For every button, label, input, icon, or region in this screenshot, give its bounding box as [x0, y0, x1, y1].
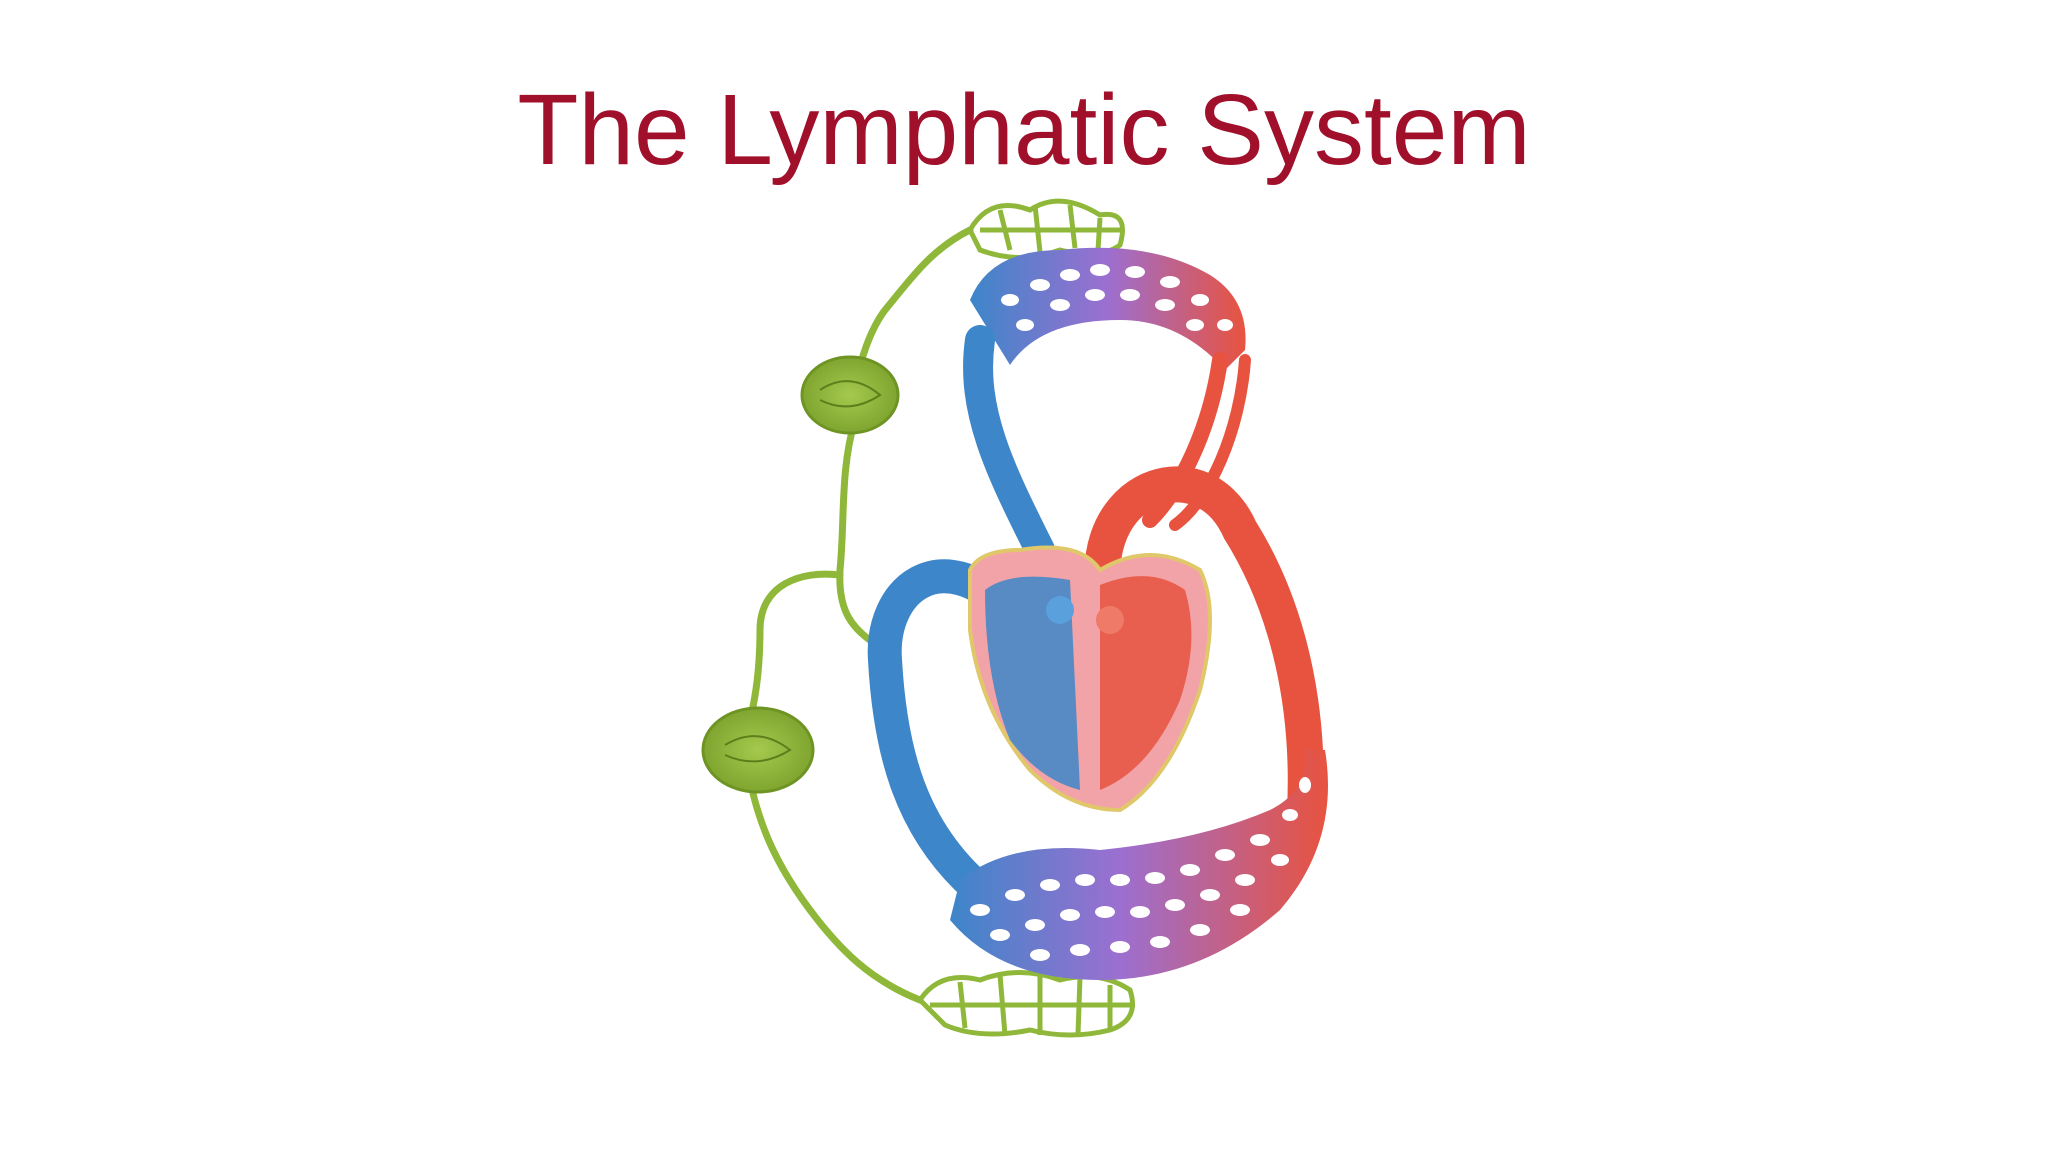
systemic-capillary-bed [950, 750, 1328, 980]
vena-cava [867, 325, 1055, 907]
lymph-node-lower [701, 706, 815, 794]
lymphatic-vessels [746, 226, 974, 1004]
circulatory-lymphatic-diagram [680, 190, 1360, 1100]
heart [968, 545, 1212, 813]
lymphatic-capillaries-lower [916, 970, 1135, 1038]
slide-title: The Lymphatic System [517, 74, 1531, 186]
aorta [1084, 352, 1324, 828]
pulmonary-capillary-bed [970, 247, 1246, 370]
lymph-node-upper [800, 355, 900, 435]
diagram-svg [701, 198, 1328, 1038]
